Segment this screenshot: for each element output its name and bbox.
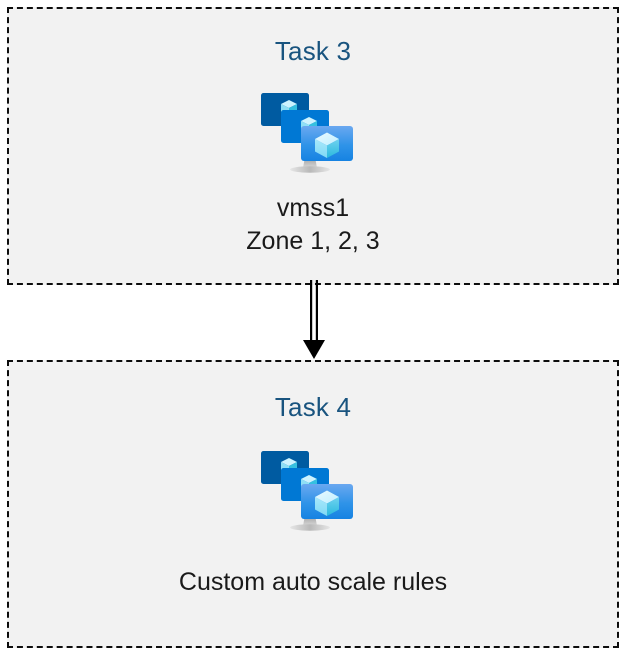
task3-caption-line1: vmss1	[276, 194, 350, 222]
connector-task3-to-task4	[296, 280, 332, 362]
task-box-task4[interactable]: Task 4	[7, 360, 619, 648]
task-box-task3[interactable]: Task 3	[7, 7, 619, 285]
task3-caption-line2: Zone 1, 2, 3	[246, 227, 380, 255]
azure-vm-scale-set-icon	[253, 440, 373, 540]
task4-caption-line1: Custom auto scale rules	[178, 568, 448, 596]
connector-line-left	[310, 280, 313, 342]
task3-caption: vmss1 Zone 1, 2, 3	[246, 192, 379, 258]
task3-title: Task 3	[274, 36, 352, 66]
task4-title: Task 4	[274, 392, 352, 422]
connector-line-right	[315, 280, 318, 342]
task4-caption: Custom auto scale rules	[179, 566, 447, 599]
arrowhead-icon	[303, 340, 325, 359]
azure-vm-scale-set-icon	[253, 82, 373, 182]
